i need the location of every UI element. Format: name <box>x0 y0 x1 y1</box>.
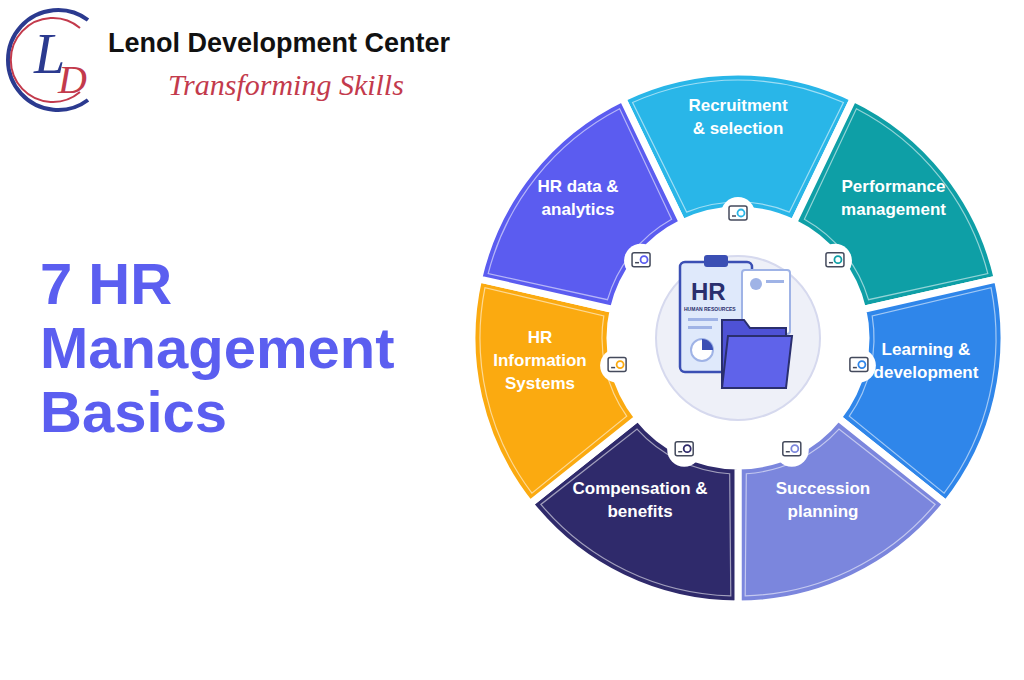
icon-stroke <box>611 367 615 369</box>
text-line <box>766 280 784 283</box>
profile-card <box>742 270 790 334</box>
segment-inner-line <box>480 288 627 494</box>
clip <box>704 255 728 267</box>
icon-backdrop <box>842 349 876 383</box>
clipboard-subtitle: HUMAN RESOURCES <box>684 306 736 312</box>
icon-backdrop <box>775 433 809 467</box>
center-disc <box>656 256 820 420</box>
segment-node: Compensation & benefits <box>571 477 709 523</box>
icon-accent <box>834 256 841 263</box>
icon-backdrop <box>818 244 852 278</box>
folder-front <box>722 336 792 388</box>
segment-node: Learning & development <box>865 338 987 384</box>
icon-stroke <box>635 262 639 264</box>
text-line <box>688 326 712 329</box>
segment-node: Succession planning <box>771 477 875 523</box>
icon-frame <box>632 253 650 267</box>
segment-inner-line <box>745 429 935 596</box>
icon-accent <box>641 256 648 263</box>
segment-label: HR Information Systems <box>487 326 593 395</box>
segment-node: Performance management <box>831 175 956 221</box>
segment-icons <box>600 197 876 467</box>
icon-accent <box>617 361 624 368</box>
segment-inner-line <box>488 109 671 300</box>
icon-frame <box>826 253 844 267</box>
clipboard-illustration <box>680 255 792 388</box>
icon-accent <box>791 445 798 452</box>
icon-accent <box>684 445 691 452</box>
icon-frame <box>608 358 626 372</box>
icon-backdrop <box>667 433 701 467</box>
segment-node: HR Information Systems <box>487 326 593 395</box>
clipboard-heading: HR <box>691 278 726 306</box>
icon-stroke <box>678 451 682 453</box>
icon-stroke <box>732 215 736 217</box>
pie-chart <box>691 339 713 361</box>
logo-arc <box>8 10 88 110</box>
page-title: 7 HR Management Basics <box>40 252 460 444</box>
segment-label: Succession planning <box>771 477 875 523</box>
segment-label: Compensation & benefits <box>571 477 709 523</box>
segment-label: Performance management <box>831 175 956 221</box>
wheel-segments <box>472 72 1004 604</box>
icon-backdrop <box>600 349 634 383</box>
pie-slice <box>702 339 713 350</box>
icon-frame <box>783 442 801 456</box>
segment-node: Recruitment & selection <box>682 94 794 140</box>
segment-label: Learning & development <box>865 338 987 384</box>
segment-label: Recruitment & selection <box>682 94 794 140</box>
segment-label: HR data & analytics <box>537 175 619 221</box>
brand-slogan: Transforming Skills <box>168 68 404 102</box>
icon-backdrop <box>624 244 658 278</box>
icon-stroke <box>853 367 857 369</box>
segment-node: HR data & analytics <box>537 175 619 221</box>
icon-stroke <box>786 451 790 453</box>
segment-inner-line <box>804 109 987 300</box>
logo-ring <box>8 10 88 110</box>
icon-frame <box>729 206 747 220</box>
icon-stroke <box>829 262 833 264</box>
icon-frame <box>675 442 693 456</box>
segment-wedge <box>479 98 683 309</box>
segment-wedge <box>738 418 946 604</box>
text-line <box>688 318 718 321</box>
icon-accent <box>858 361 865 368</box>
segment-wedge <box>794 98 998 309</box>
brand-name: Lenol Development Center <box>108 28 450 59</box>
icon-backdrop <box>721 197 755 231</box>
logo-letter: D <box>58 56 87 103</box>
icon-frame <box>850 358 868 372</box>
profile-head <box>750 278 762 290</box>
icon-accent <box>738 210 745 217</box>
